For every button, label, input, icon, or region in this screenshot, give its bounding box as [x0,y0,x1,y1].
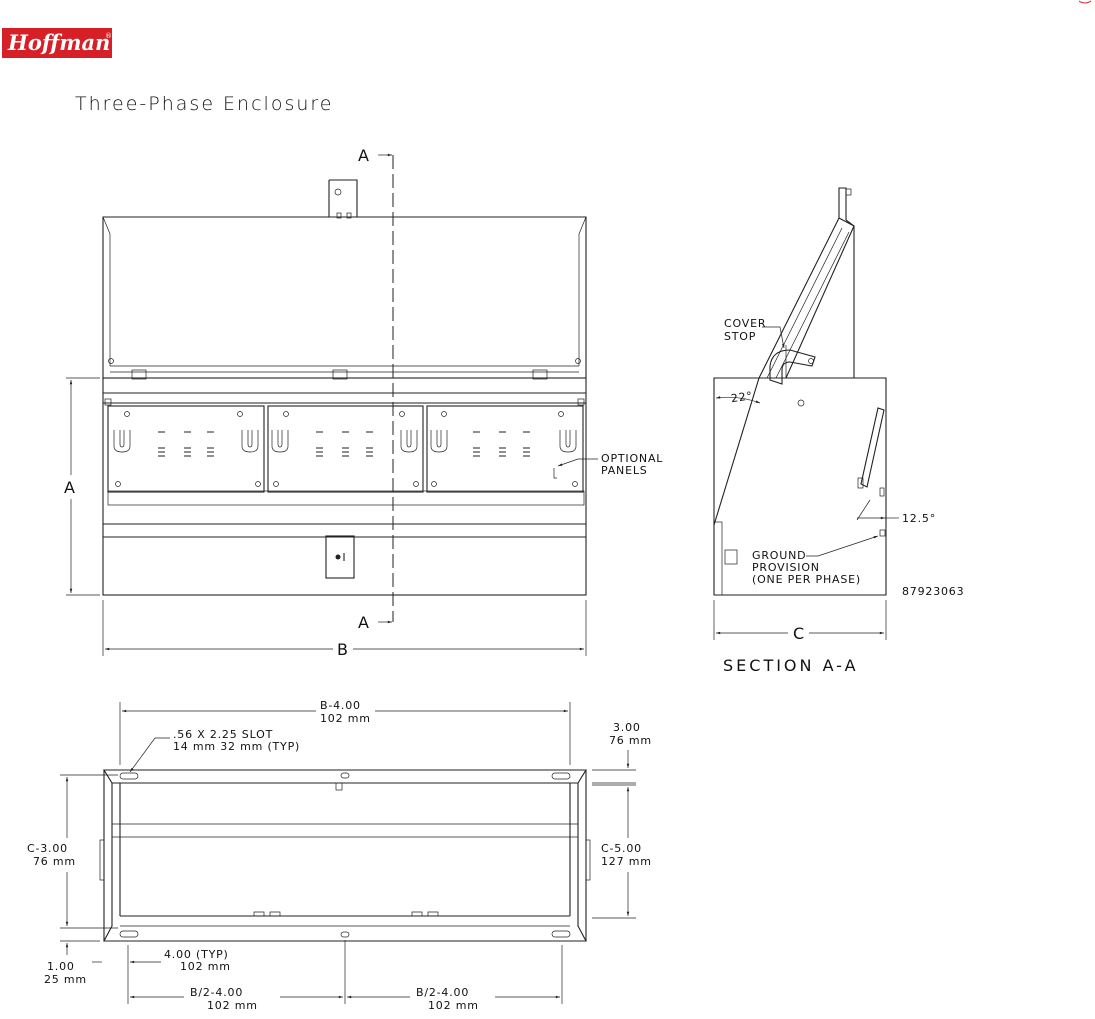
panel-screws [115,411,578,487]
brand-logo: Hoffman ® [2,28,120,62]
angle-12-5-label: 12.5° [902,512,936,525]
slot-label-1: .56 X 2.25 SLOT [173,728,273,741]
mounting-slots [119,772,571,938]
section-panel [860,407,885,488]
section-mark-top: A [358,146,370,165]
ground-label-1: GROUND [752,549,806,562]
cover-stop [769,349,816,385]
panel-hooks [113,430,577,453]
section-view: 22° 12.5° COVER STOP GROUND PROVISION (O… [713,187,964,675]
section-caption: SECTION A-A [723,656,859,675]
dimension-b-label: B [337,640,349,659]
drawing-title: Three-Phase Enclosure [75,93,334,115]
right-dim-label-1: C-5.00 [601,842,642,855]
top-dim-label-1: B-4.00 [320,699,361,712]
logo-text: Hoffman [7,30,110,55]
right-dim-label-2: 127 mm [601,855,652,868]
cover-stop-label-1: COVER [724,317,766,330]
cover-screws [108,358,581,364]
bottom-bracket-marks [253,911,439,916]
right-top-label-1: 3.00 [613,721,641,734]
dimension-c-label: C [793,624,805,643]
cover-stop-label-2: STOP [724,330,756,343]
section-mark-bottom: A [358,613,370,632]
logo-reg-mark: ® [105,32,112,40]
cover-outline [102,216,587,379]
front-view: A A A B OPTIONAL PANELS [64,146,663,659]
half-right-label-1: B/2-4.00 [416,986,469,999]
part-number: 87923063 [902,585,964,598]
optional-panels [107,405,584,493]
section-cover [758,217,855,379]
bottom-view: B-4.00 102 mm .56 X 2.25 SLOT 14 mm 32 m… [27,699,652,1012]
latch [325,535,355,579]
panel-slots [158,431,530,457]
bottom-left-label-2: 25 mm [44,973,87,986]
logo-background [2,28,112,58]
right-top-label-2: 76 mm [609,734,652,747]
cover-tab [328,179,358,217]
hinges [131,369,548,380]
bottom-left-label-1: 1.00 [47,960,75,973]
box-body [102,377,587,596]
ground-label-3: (ONE PER PHASE) [752,573,861,586]
optional-panels-label-1: OPTIONAL [601,452,663,465]
corner-mark [1079,0,1091,4]
half-left-label-1: B/2-4.00 [190,986,243,999]
top-dim-label-2: 102 mm [320,712,371,725]
left-dim-label-2: 76 mm [33,855,76,868]
typ-label-2: 102 mm [180,960,231,973]
typ-label-1: 4.00 (TYP) [164,948,229,961]
half-right-label-2: 102 mm [428,999,479,1012]
left-dim-label-1: C-3.00 [27,842,68,855]
ground-label-2: PROVISION [752,561,820,574]
dimension-a-label: A [64,478,76,497]
angle-22-label: 22° [730,389,754,405]
slot-label-2: 14 mm 32 mm (TYP) [173,740,300,753]
bottom-plate [103,769,587,942]
optional-panels-label-2: PANELS [601,464,648,477]
half-left-label-2: 102 mm [207,999,258,1012]
